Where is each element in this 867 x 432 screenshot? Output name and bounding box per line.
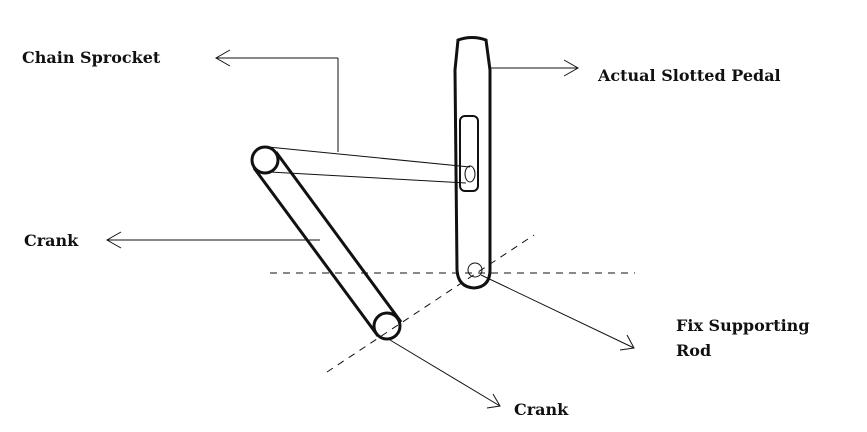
pedal-slot — [459, 115, 479, 192]
supporting-rod-pivot — [467, 262, 483, 278]
crank-bottom-joint — [372, 311, 402, 341]
slot-pivot-joint — [464, 165, 476, 183]
slotted-pedal-label: Actual Slotted Pedal — [597, 66, 781, 85]
supporting-rod-leader — [480, 274, 635, 349]
crank-arm-edge-upper — [274, 151, 403, 323]
crank-top-joint — [250, 145, 280, 175]
connecting-link-lower — [269, 171, 467, 184]
supporting-rod-label-line2: Rod — [676, 341, 711, 360]
diagonal-dashed-axis — [326, 234, 535, 373]
crank-bottom-label: Crank — [514, 400, 569, 419]
slotted-pedal-arrowhead — [563, 59, 580, 77]
crank-bottom-leader — [389, 339, 501, 407]
crank-left-arrowhead — [105, 231, 122, 249]
chain-sprocket-label: Chain Sprocket — [22, 48, 161, 67]
connecting-link-upper — [267, 146, 471, 168]
slotted-pedal — [453, 36, 492, 290]
crank-left-label: Crank — [24, 231, 79, 250]
crank-arm-edge-lower — [252, 167, 380, 337]
chain-sprocket-arrowhead — [214, 49, 231, 67]
crank-bottom-arrowhead — [486, 393, 501, 409]
supporting-rod-label-line1: Fix Supporting — [676, 316, 810, 335]
supporting-rod-arrowhead — [619, 334, 635, 351]
